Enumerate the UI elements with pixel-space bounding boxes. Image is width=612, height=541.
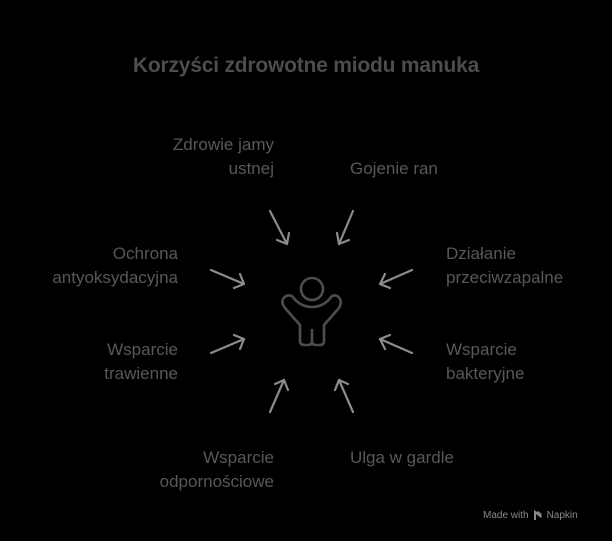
label-line: Gojenie ran (350, 159, 438, 178)
arrow-antioxidant (209, 268, 246, 290)
label-line: Ulga w gardle (350, 448, 454, 467)
label-line: odpornościowe (159, 472, 274, 491)
label-line: Działanie (446, 244, 516, 263)
benefit-label-anti-inflammatory: Działanie przeciwzapalne (446, 242, 563, 290)
arrow-oral-health (268, 209, 291, 246)
benefit-label-immune: Wsparcie odpornościowe (160, 446, 274, 494)
label-line: przeciwzapalne (446, 268, 564, 287)
made-with-napkin-badge[interactable]: Made with Napkin (483, 509, 578, 521)
benefit-label-antioxidant: Ochrona antyoksydacyjna (52, 242, 178, 290)
diagram-title: Korzyści zdrowotne miodu manuka (132, 54, 480, 77)
napkin-logo-icon (533, 510, 542, 520)
label-line: trawienne (104, 364, 178, 383)
label-line: Wsparcie (203, 448, 274, 467)
label-line: Wsparcie (107, 340, 178, 359)
label-line: ustnej (228, 159, 274, 178)
label-line: Wsparcie (446, 340, 517, 359)
label-line: antyoksydacyjna (52, 268, 178, 287)
child-arms-raised-icon (281, 276, 343, 347)
arrow-anti-inflammatory (378, 268, 414, 290)
benefit-label-wound-healing: Gojenie ran (350, 157, 438, 181)
benefit-label-bacterial: Wsparcie bakteryjne (446, 338, 524, 386)
benefit-label-throat: Ulga w gardle (350, 446, 454, 470)
benefit-label-oral-health: Zdrowie jamy ustnej (173, 133, 274, 181)
made-with-text: Made with (483, 509, 529, 521)
arrow-digestive (209, 333, 246, 355)
arrow-bacterial (378, 333, 414, 355)
arrow-immune (268, 378, 290, 414)
label-line: Ochrona (112, 244, 178, 263)
label-line: bakteryjne (446, 364, 525, 383)
benefit-label-digestive: Wsparcie trawienne (104, 338, 178, 386)
arrow-wound-healing (335, 209, 355, 246)
label-line: Zdrowie jamy (172, 135, 274, 154)
napkin-brand-text: Napkin (546, 509, 578, 521)
arrow-throat (333, 378, 355, 414)
